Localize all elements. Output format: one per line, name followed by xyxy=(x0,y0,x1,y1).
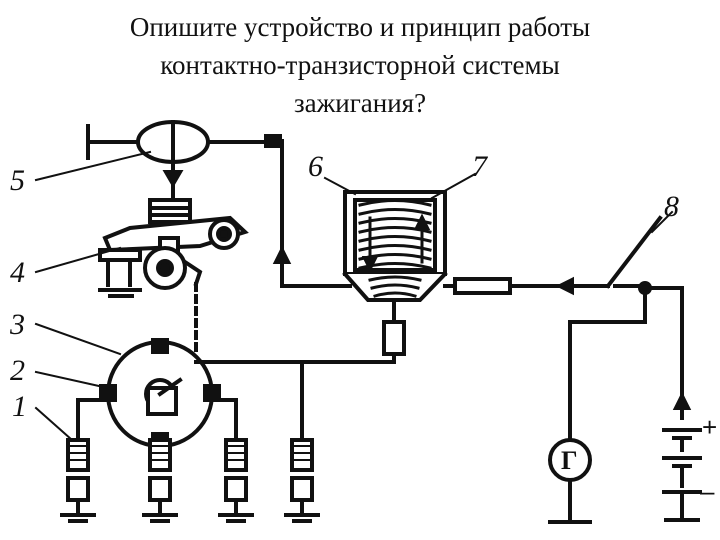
label-5: 5 xyxy=(10,164,25,197)
plug-wires xyxy=(76,360,304,448)
wire-coil-switch xyxy=(443,276,610,296)
generator-label: Г xyxy=(561,446,578,475)
label-4: 4 xyxy=(10,256,25,289)
label-7: 7 xyxy=(472,150,489,183)
spark-plug-2 xyxy=(142,438,178,523)
distributor-cap xyxy=(99,338,221,448)
leader-lines xyxy=(34,150,674,442)
title-line-3: зажигания? xyxy=(293,88,427,118)
battery xyxy=(662,391,702,522)
label-3: 3 xyxy=(9,308,25,341)
ignition-coil xyxy=(342,190,448,302)
spark-plug-1 xyxy=(60,438,96,523)
title-line-1: Опишите устройство и принцип работы xyxy=(129,12,591,42)
ignition-switch xyxy=(568,215,684,442)
label-2: 2 xyxy=(10,354,25,387)
label-8: 8 xyxy=(664,190,679,223)
battery-plus: + xyxy=(702,412,717,442)
label-1: 1 xyxy=(12,390,27,423)
slide-title: Опишите устройство и принцип работы конт… xyxy=(0,8,720,122)
label-6: 6 xyxy=(308,150,323,183)
spark-plug-4 xyxy=(284,438,320,523)
generator xyxy=(548,438,592,524)
spark-plug-3 xyxy=(218,438,254,523)
wire-top xyxy=(264,134,352,288)
battery-minus: – xyxy=(700,476,715,506)
title-line-2: контактно-транзисторной системы xyxy=(160,50,560,80)
distributor-disk xyxy=(86,120,270,200)
wire-coil-distributor xyxy=(194,298,406,364)
breaker-mechanism xyxy=(98,198,249,298)
